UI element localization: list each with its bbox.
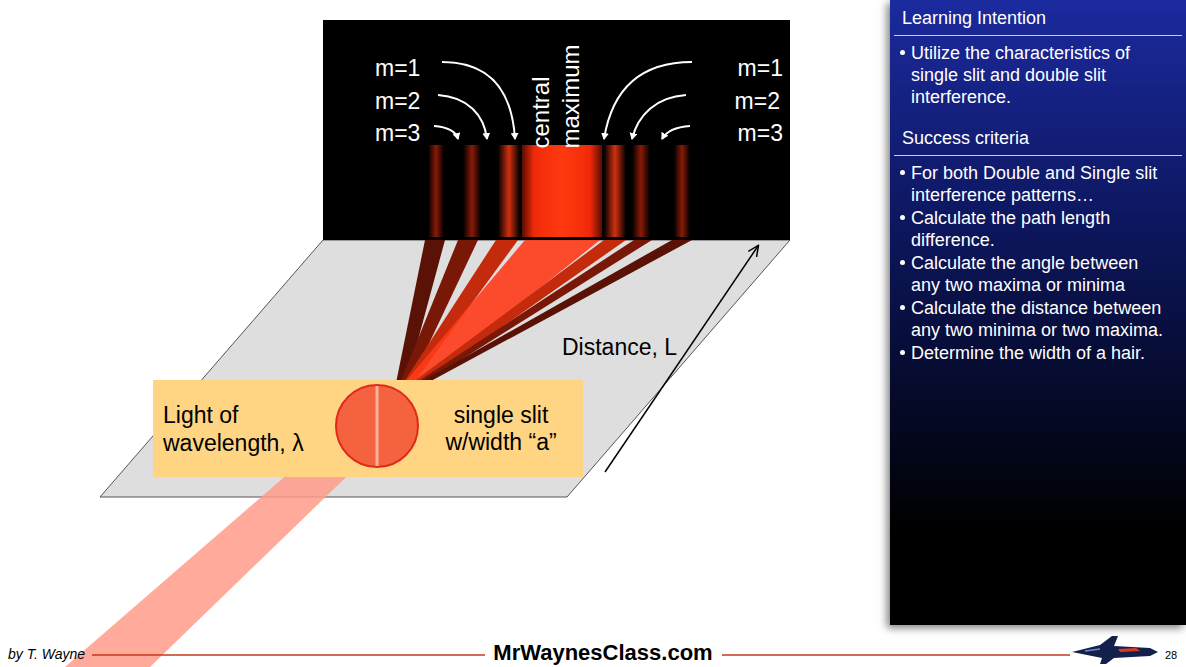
bullet	[900, 50, 905, 55]
learning-intention: Learning IntentionUtilize the characteri…	[890, 0, 1186, 108]
order-label: m=1	[375, 55, 420, 81]
bullet-row: Utilize the characteristics of single sl…	[890, 42, 1186, 108]
bullet-text: Determine the width of a hair.	[911, 342, 1169, 364]
fringe	[498, 145, 520, 237]
slit-label: single slit w/width “a”	[425, 402, 577, 456]
screen	[323, 20, 790, 240]
bullet-text: For both Double and Single slit interfer…	[911, 162, 1169, 206]
table-surface	[100, 240, 790, 497]
footer-rule	[722, 654, 1070, 656]
slit-disc	[336, 385, 418, 467]
bullet-row: Calculate the angle between any two maxi…	[890, 252, 1186, 296]
bullet-text: Calculate the path length difference.	[911, 207, 1169, 251]
order-label: m=1	[738, 55, 783, 81]
bullet	[900, 305, 905, 310]
bullet-row: For both Double and Single slit interfer…	[890, 162, 1186, 206]
bullet-text: Calculate the distance between any two m…	[911, 297, 1169, 341]
bullet	[900, 260, 905, 265]
bullet	[900, 215, 905, 220]
section-heading: Success criteria	[894, 120, 1182, 156]
distance-label: Distance, L	[562, 334, 677, 361]
label-box	[153, 380, 583, 477]
order-label: m=3	[375, 120, 420, 146]
central-fringe	[522, 145, 602, 237]
order-label: m=3	[738, 120, 783, 146]
page-number: 28	[1165, 649, 1177, 661]
label-box: Light of wavelength, λ single slit w/widt…	[153, 380, 583, 477]
fringe	[463, 145, 481, 237]
bullet-row: Calculate the path length difference.	[890, 207, 1186, 251]
bullet	[900, 170, 905, 175]
slit	[376, 386, 379, 466]
author-label: by T. Wayne	[8, 646, 85, 662]
bullet-text: Calculate the angle between any two maxi…	[911, 252, 1169, 296]
order-label: m=2	[735, 88, 780, 114]
jet-icon	[1072, 636, 1158, 664]
section-heading: Learning Intention	[894, 0, 1182, 36]
fringe	[428, 145, 444, 237]
bullet-row: Calculate the distance between any two m…	[890, 297, 1186, 341]
central-maximum-label: central maximum	[525, 24, 585, 149]
fringe	[604, 145, 626, 237]
bullet-row: Determine the width of a hair.	[890, 342, 1186, 364]
screen-panel: m=1 m=2 m=3 central maximum m=1 m=2 m=3	[323, 20, 790, 240]
footer-rule	[92, 654, 485, 656]
fringe	[632, 145, 650, 237]
bullet	[900, 350, 905, 355]
light-rays	[395, 240, 692, 388]
order-label: m=2	[375, 88, 420, 114]
success-criteria: Success criteriaFor both Double and Sing…	[890, 120, 1186, 364]
site-label: MrWaynesClass.com	[493, 640, 712, 666]
fringe	[674, 145, 690, 237]
bullet-text: Utilize the characteristics of single sl…	[911, 42, 1169, 108]
objectives-panel: Learning IntentionUtilize the characteri…	[890, 0, 1186, 625]
wavelength-label: Light of wavelength, λ	[163, 401, 333, 457]
